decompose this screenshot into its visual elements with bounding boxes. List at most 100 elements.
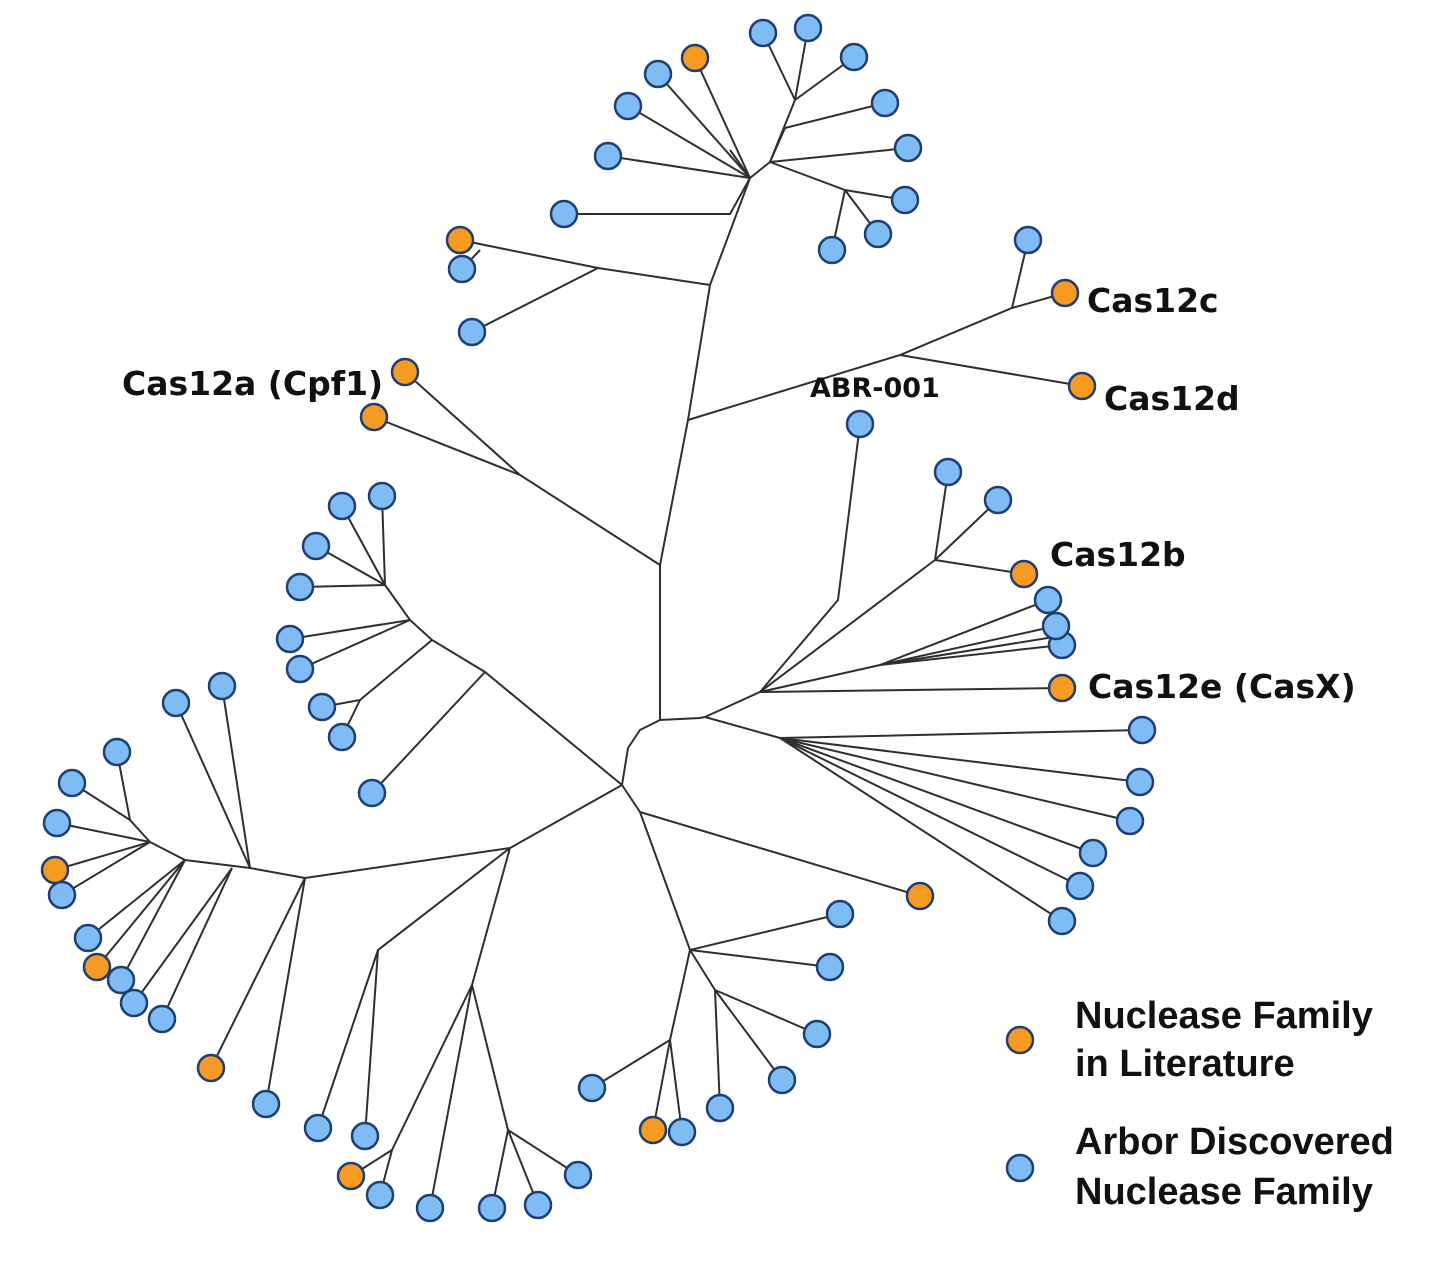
arbor-node bbox=[73, 923, 103, 953]
arbor-node bbox=[793, 13, 823, 43]
tree-branch bbox=[704, 716, 1143, 740]
arbor-node bbox=[307, 692, 337, 722]
arbor-node bbox=[845, 409, 875, 439]
label-cas12b: Cas12b bbox=[1050, 535, 1186, 574]
tree-branch bbox=[429, 984, 473, 1209]
arbor-node bbox=[593, 141, 623, 171]
tree-branch bbox=[321, 639, 433, 708]
tree-branch bbox=[714, 989, 783, 1081]
tree-branch bbox=[470, 784, 623, 1176]
legend-arbor-line1: Arbor Discovered bbox=[1075, 1121, 1394, 1163]
arbor-node bbox=[1065, 871, 1095, 901]
literature-node bbox=[1009, 559, 1039, 589]
arbor-node bbox=[477, 1193, 507, 1223]
legend-arbor-swatch bbox=[1005, 1153, 1035, 1183]
arbor-node bbox=[890, 185, 920, 215]
tree-branch bbox=[175, 702, 251, 869]
arbor-node bbox=[251, 1089, 281, 1119]
arbor-node bbox=[667, 1117, 697, 1147]
tree-branch bbox=[87, 859, 186, 939]
legend-literature-swatch bbox=[1005, 1025, 1035, 1055]
arbor-node bbox=[119, 988, 149, 1018]
tree-branch bbox=[779, 737, 1141, 783]
tree-branch bbox=[769, 147, 909, 163]
tree-branch bbox=[317, 949, 379, 1129]
arbor-node bbox=[1125, 767, 1155, 797]
tree-branch bbox=[61, 841, 151, 896]
tree-branch bbox=[652, 1039, 671, 1131]
tree-branch bbox=[564, 177, 751, 215]
literature-node bbox=[82, 952, 112, 982]
tree-branch bbox=[879, 599, 1049, 666]
tree-branch bbox=[899, 354, 1083, 387]
arbor-node bbox=[613, 91, 643, 121]
tree-branch bbox=[669, 1039, 683, 1133]
arbor-node bbox=[102, 737, 132, 767]
tree-branch bbox=[373, 416, 521, 476]
arbor-node bbox=[457, 317, 487, 347]
literature-node bbox=[1067, 371, 1097, 401]
legend-literature-line1: Nuclease Family bbox=[1075, 995, 1373, 1037]
tree-branch bbox=[639, 811, 841, 952]
tree-branch bbox=[265, 847, 511, 1105]
arbor-node bbox=[275, 624, 305, 654]
tree-branch bbox=[779, 737, 1131, 822]
tree-nodes bbox=[40, 13, 1157, 1223]
literature-node bbox=[905, 881, 935, 911]
tree-branch bbox=[759, 423, 861, 693]
tree-branch bbox=[934, 559, 1025, 575]
arbor-node bbox=[1115, 806, 1145, 836]
arbor-node bbox=[301, 531, 331, 561]
tree-branch bbox=[404, 371, 661, 566]
arbor-node bbox=[1033, 585, 1063, 615]
arbor-node bbox=[357, 778, 387, 808]
tree-branch bbox=[221, 685, 306, 879]
arbor-node bbox=[367, 481, 397, 511]
tree-branch bbox=[210, 877, 306, 1069]
arbor-node bbox=[415, 1193, 445, 1223]
arbor-node bbox=[815, 952, 845, 982]
arbor-node bbox=[1127, 715, 1157, 745]
label-cas12a: Cas12a (Cpf1) bbox=[122, 364, 383, 403]
tree-branch bbox=[371, 671, 486, 794]
tree-branch bbox=[769, 102, 886, 163]
legend: Nuclease Family in Literature Arbor Disc… bbox=[1005, 995, 1394, 1213]
arbor-node bbox=[705, 1093, 735, 1123]
arbor-node bbox=[563, 1160, 593, 1190]
literature-node bbox=[40, 855, 70, 885]
arbor-node bbox=[1047, 906, 1077, 936]
arbor-node bbox=[57, 768, 87, 798]
arbor-node bbox=[303, 1113, 333, 1143]
arbor-node bbox=[1041, 611, 1071, 641]
arbor-node bbox=[817, 235, 847, 265]
literature-node bbox=[680, 43, 710, 73]
arbor-node bbox=[1013, 225, 1043, 255]
tree-branch bbox=[161, 867, 233, 1020]
tree-branch bbox=[657, 73, 751, 179]
arbor-node bbox=[106, 965, 136, 995]
arbor-node bbox=[983, 485, 1013, 515]
arbor-node bbox=[327, 722, 357, 752]
tree-branch bbox=[120, 859, 186, 981]
literature-node bbox=[1050, 278, 1080, 308]
tree-branch bbox=[459, 239, 711, 286]
label-cas12e: Cas12e (CasX) bbox=[1088, 667, 1356, 706]
arbor-node bbox=[207, 671, 237, 701]
arbor-node bbox=[748, 18, 778, 48]
tree-branch bbox=[607, 155, 751, 179]
tree-branch bbox=[779, 737, 1063, 922]
tree-branch bbox=[934, 499, 999, 561]
tree-branch bbox=[133, 867, 233, 1004]
tree-branch bbox=[879, 644, 1063, 666]
arbor-node bbox=[523, 1190, 553, 1220]
tree-branch bbox=[704, 635, 1061, 718]
arbor-node bbox=[549, 199, 579, 229]
arbor-node bbox=[643, 59, 673, 89]
label-cas12d: Cas12d bbox=[1104, 379, 1240, 418]
arbor-node bbox=[350, 1121, 380, 1151]
arbor-node bbox=[825, 899, 855, 929]
tree-branch bbox=[299, 619, 411, 670]
arbor-node bbox=[870, 88, 900, 118]
tree-branch bbox=[341, 505, 386, 586]
